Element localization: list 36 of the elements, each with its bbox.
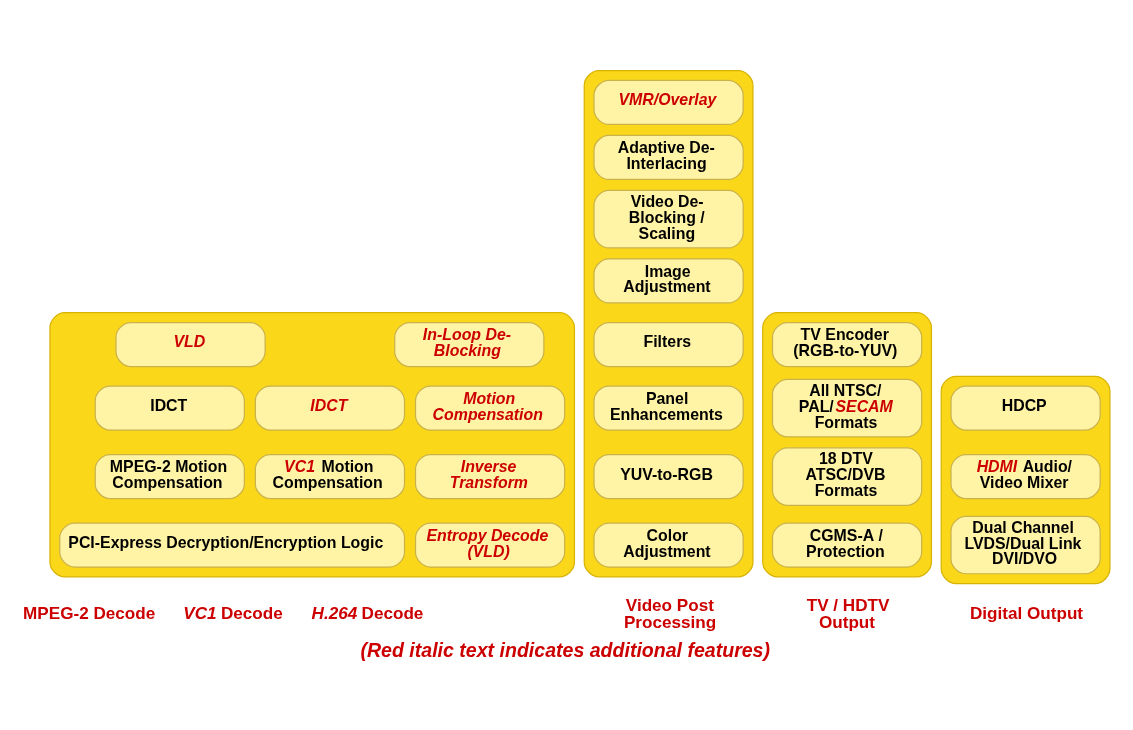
node-box: VMR/Overlay [593, 79, 744, 126]
label: TV / HDTV Output [806, 595, 890, 632]
caption: (Red italic text indicates additional features) [360, 638, 770, 661]
node-box: MPEG-2 Motion Compensation [94, 453, 245, 500]
node-box: TV Encoder (RGB-to-YUV) [771, 321, 923, 368]
node-box: Color Adjustment [593, 522, 744, 568]
node-box: Motion Compensation [414, 385, 566, 431]
node-box: Dual Channel LVDS/Dual Link DVI/DVO [950, 515, 1101, 575]
node-box: Filters [593, 321, 744, 368]
cluster [940, 375, 1111, 585]
label: H.264 Decode [311, 603, 424, 623]
label: Digital Output [969, 603, 1084, 623]
cluster [49, 312, 576, 578]
node-box: Video De-Blocking / Scaling [593, 189, 744, 249]
node-box: CGMS-A / Protection [771, 522, 923, 568]
node-box: VC1 Motion Compensation [254, 453, 406, 500]
node-box: IDCT [94, 385, 245, 431]
node-box: VLD [115, 321, 266, 368]
label: Video Post Processing [623, 595, 717, 632]
node-box: IDCT [254, 385, 406, 431]
node-box: 18 DTV ATSC/DVB Formats [771, 447, 923, 506]
node-box: YUV-to-RGB [593, 453, 744, 500]
node-box: Image Adjustment [593, 258, 744, 304]
node-box: HDMI Audio/ Video Mixer [950, 453, 1101, 500]
node-box: All NTSC/ PAL/SECAM Formats [771, 378, 923, 438]
node-box: Entropy Decode (VLD) [414, 522, 566, 568]
node-box: Inverse Transform [414, 453, 566, 500]
label: VC1 Decode [183, 603, 283, 623]
node-box: Adaptive De-Interlacing [593, 134, 744, 181]
node-box: HDCP [950, 385, 1101, 431]
node-box: PCI-Express Decryption/Encryption Logic [59, 522, 406, 568]
label: MPEG-2 Decode [23, 603, 156, 623]
cluster [583, 70, 754, 578]
node-box: In-Loop De-Blocking [394, 321, 545, 368]
cluster [762, 312, 933, 578]
node-box: Panel Enhancements [593, 385, 744, 431]
